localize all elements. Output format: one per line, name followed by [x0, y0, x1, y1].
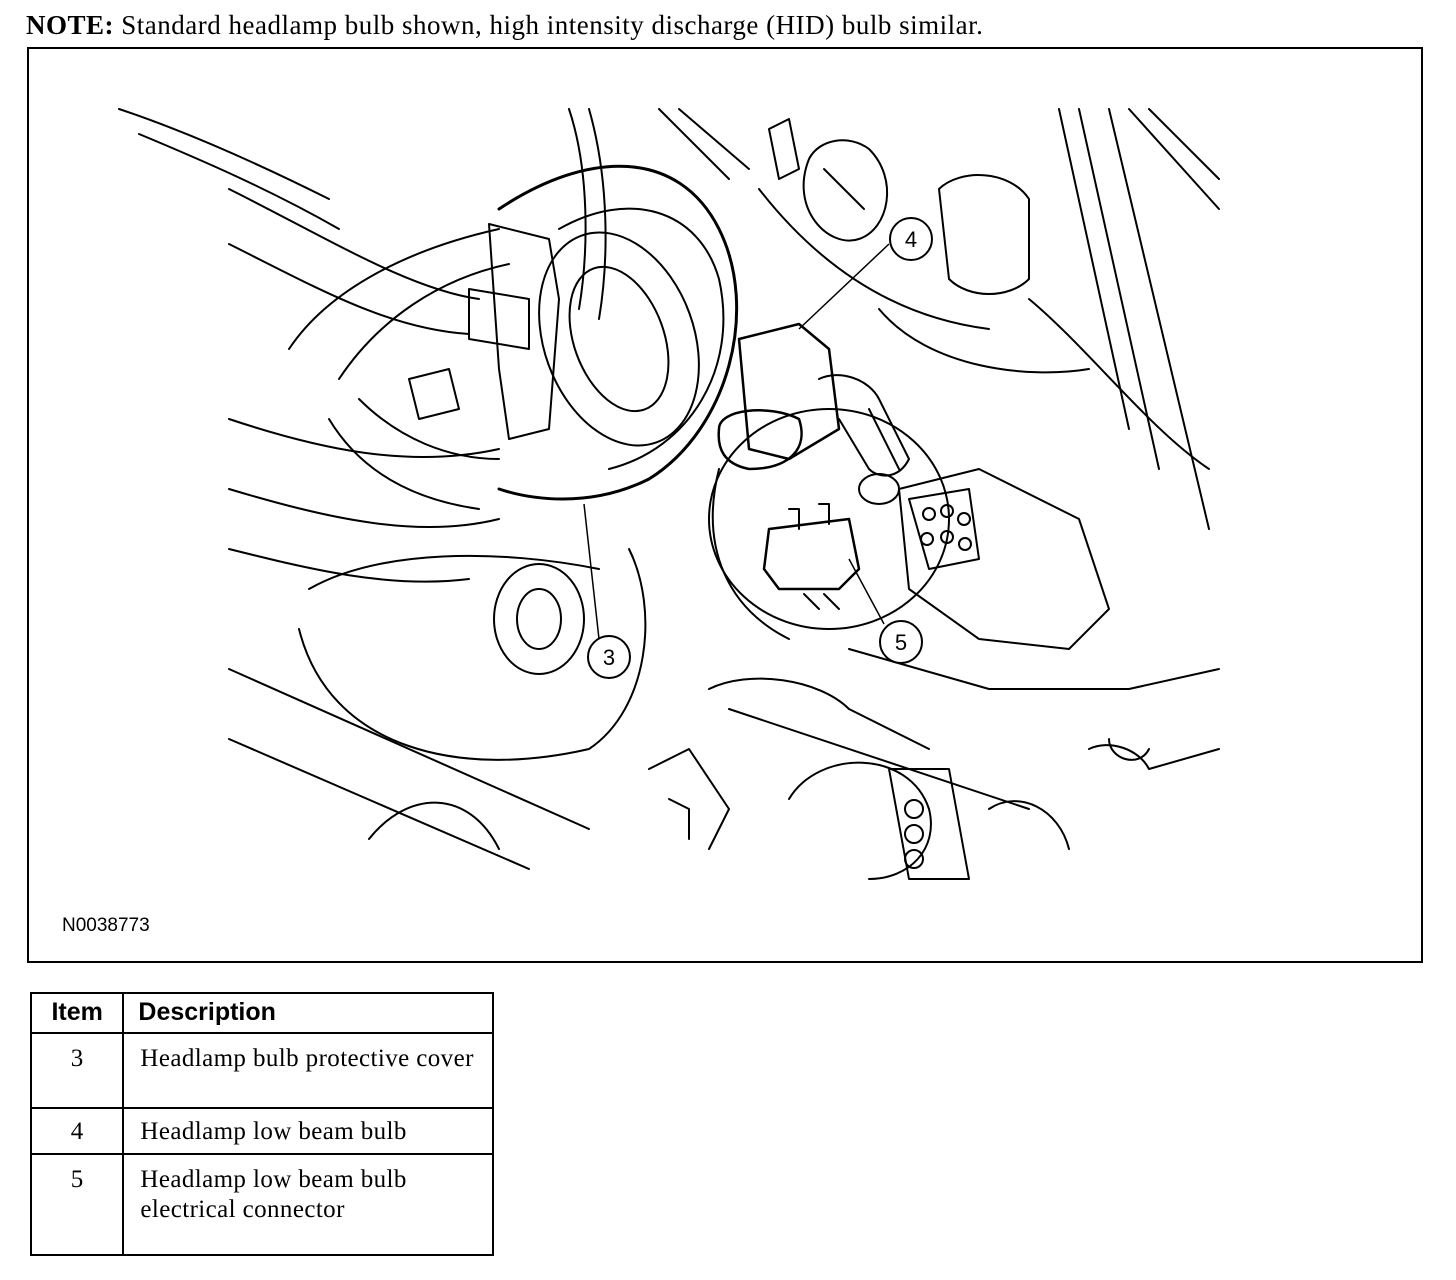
row-item: 3 — [29, 1032, 125, 1109]
row-description: Headlamp bulb protective cover — [122, 1032, 494, 1109]
note-text: Standard headlamp bulb shown, high inten… — [121, 10, 984, 40]
figure-id: N0038773 — [62, 915, 150, 936]
callout-4: 4 — [889, 217, 933, 261]
note-label: NOTE: — [26, 10, 115, 40]
row-description: Headlamp low beam bulb electrical connec… — [122, 1153, 494, 1256]
row-description: Headlamp low beam bulb — [122, 1107, 494, 1155]
headlamp-figure: 4 3 5 N0038773 — [27, 47, 1423, 963]
legend-table: Item Description 3 Headlamp bulb protect… — [29, 992, 494, 1256]
headlamp-illustration: 4 3 5 — [118, 108, 1220, 880]
row-description-text: Headlamp bulb protective cover — [140, 1045, 474, 1072]
callout-3: 3 — [587, 635, 631, 679]
table-row: 5 Headlamp low beam bulb electrical conn… — [29, 1153, 494, 1256]
header-item: Item — [29, 992, 125, 1034]
callouts: 4 3 5 — [587, 217, 933, 679]
note: NOTE: Standard headlamp bulb shown, high… — [26, 10, 983, 41]
callout-5-label: 5 — [895, 630, 907, 655]
header-description: Description — [122, 992, 494, 1034]
table-row: 3 Headlamp bulb protective cover — [29, 1032, 494, 1109]
callout-3-label: 3 — [603, 645, 615, 670]
legend-header-row: Item Description — [29, 992, 494, 1034]
row-item: 4 — [29, 1107, 125, 1155]
callout-5: 5 — [879, 620, 923, 664]
row-item: 5 — [29, 1153, 125, 1256]
table-row: 4 Headlamp low beam bulb — [29, 1107, 494, 1155]
callout-4-label: 4 — [905, 227, 917, 252]
